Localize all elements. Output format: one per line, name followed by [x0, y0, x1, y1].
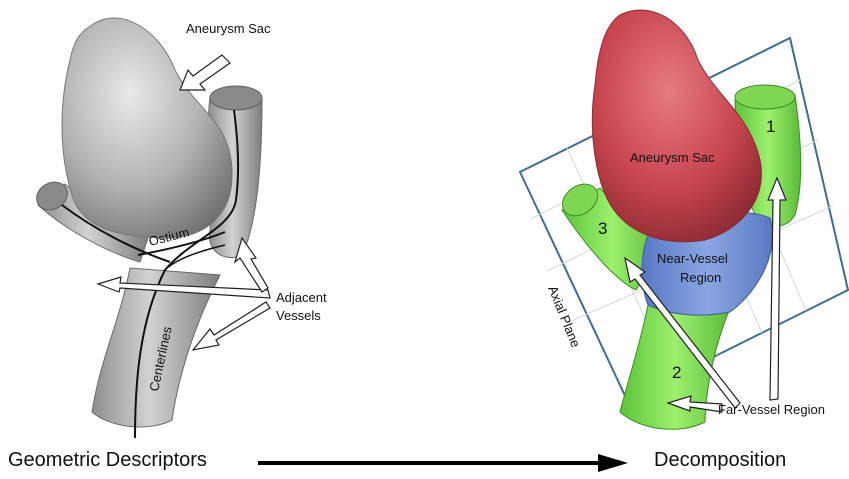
- arrow-icon: [235, 238, 268, 292]
- vessel-number-3: 3: [598, 219, 607, 238]
- flow-arrow-icon: [258, 454, 628, 472]
- arrow-icon: [180, 55, 230, 90]
- adjacent-vessels-label-line1: Adjacent: [276, 290, 327, 305]
- vessel-number-2: 2: [672, 363, 681, 382]
- far-vessel-region-label: Far-Vessel Region: [718, 402, 825, 417]
- aneurysm-sac-label: Aneurysm Sac: [186, 21, 271, 36]
- left-model: [32, 18, 262, 438]
- aneurysm-sac-label-right: Aneurysm Sac: [630, 150, 715, 165]
- vessel-cap-right: [210, 86, 262, 110]
- vessel-cap-1: [735, 85, 795, 109]
- vessel-number-1: 1: [766, 117, 775, 136]
- left-caption: Geometric Descriptors: [8, 449, 207, 471]
- near-vessel-label-line1: Near-Vessel: [657, 251, 728, 266]
- near-vessel-label-line2: Region: [680, 270, 721, 285]
- aneurysm-sac-red: [592, 10, 761, 242]
- right-caption: Decomposition: [654, 449, 786, 471]
- adjacent-vessels-label-line2: Vessels: [276, 308, 321, 323]
- aneurysm-sac: [62, 18, 232, 238]
